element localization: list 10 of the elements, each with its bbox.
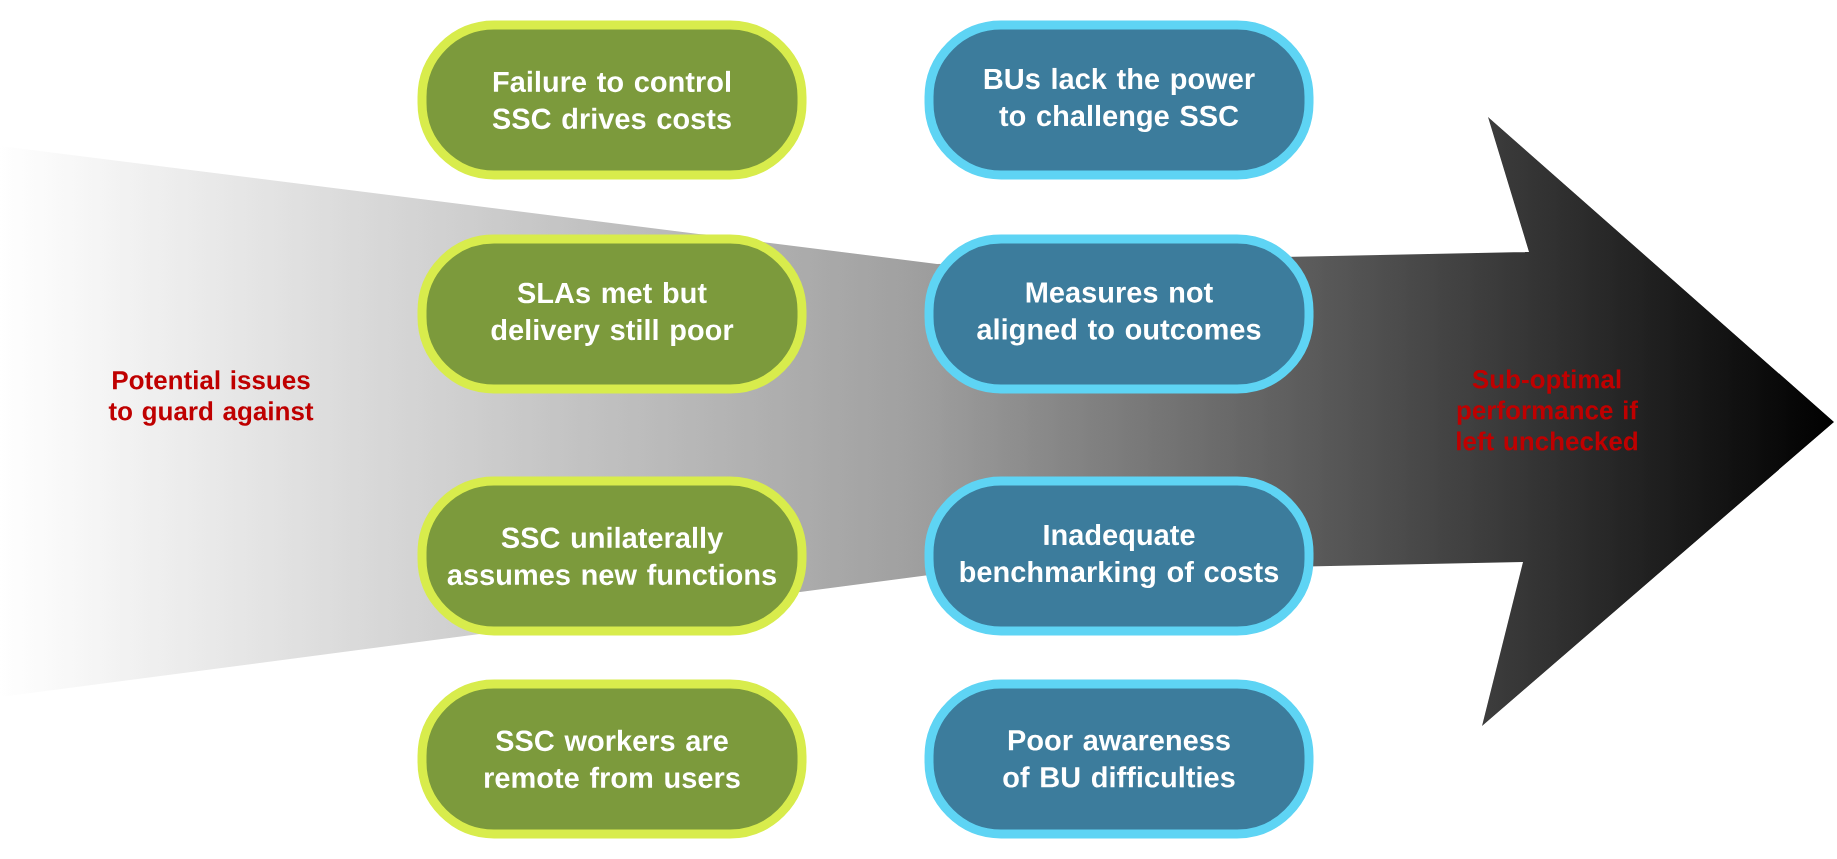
issue-pill: Inadequate benchmarking of costs — [924, 476, 1314, 636]
issue-pill: SLAs met but delivery still poor — [417, 234, 807, 394]
arrow-caption: Sub-optimal performance if left unchecked — [1457, 369, 1639, 451]
arrow-caption: Potential issues to guard against — [108, 370, 314, 426]
issue-pill: Measures not aligned to outcomes — [924, 234, 1314, 394]
issue-pill: Failure to control SSC drives costs — [417, 20, 807, 180]
issue-pill: SSC workers are remote from users — [417, 679, 807, 839]
issue-pill: BUs lack the power to challenge SSC — [924, 20, 1314, 180]
issue-pill: Poor awareness of BU difficulties — [924, 679, 1314, 839]
issue-pill: SSC unilaterally assumes new functions — [417, 476, 807, 636]
